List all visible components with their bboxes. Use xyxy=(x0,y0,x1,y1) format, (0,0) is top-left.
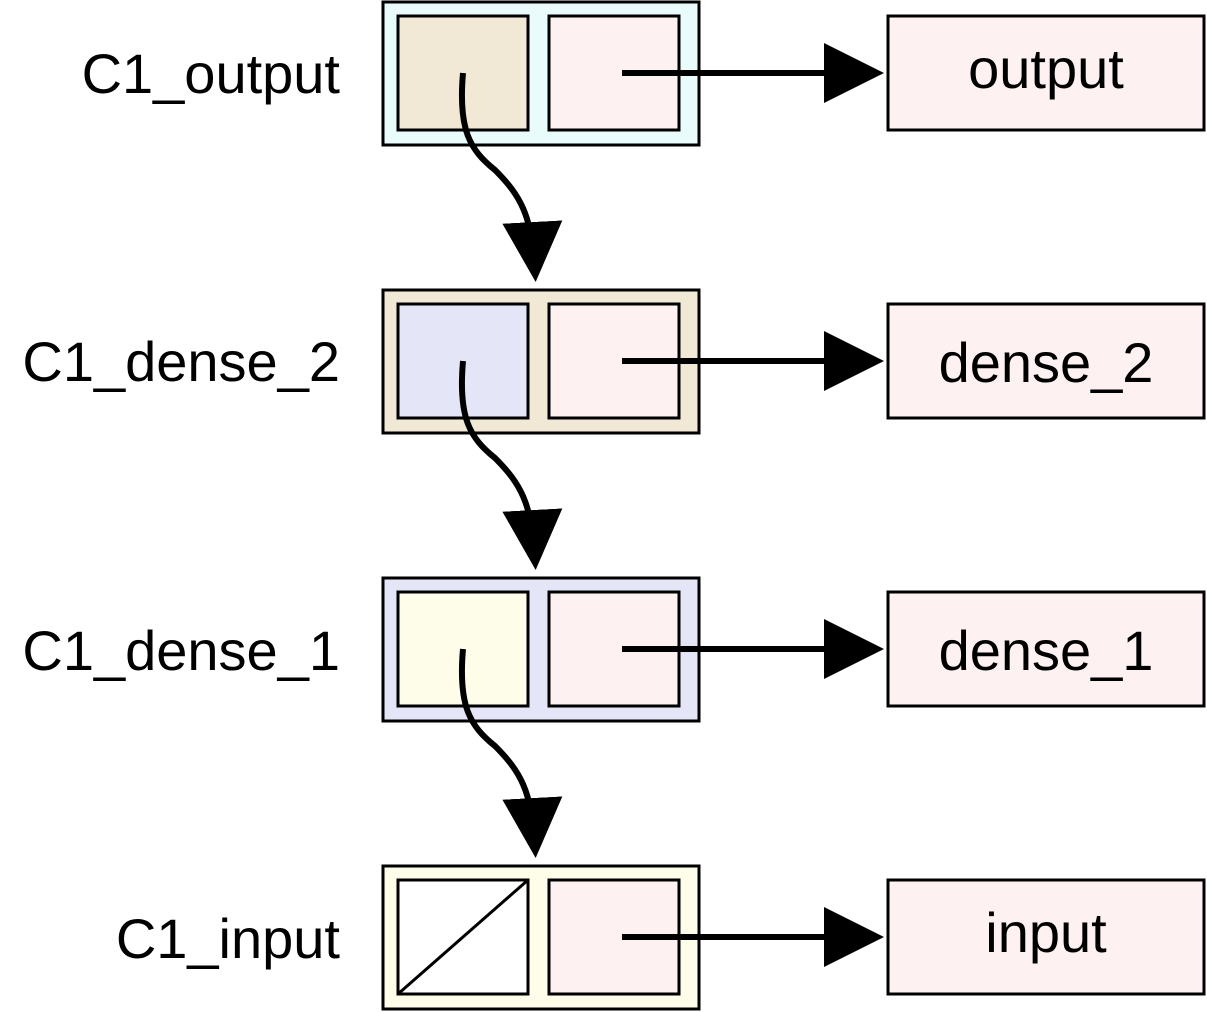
next-arrow-dense-2-to-dense-1 xyxy=(458,360,563,570)
target-box xyxy=(886,14,1206,132)
node-label-c1-dense-1: C1_dense_1 xyxy=(22,619,340,682)
nil-slash-icon xyxy=(397,878,529,996)
node-label-c1-output: C1_output xyxy=(82,42,341,105)
node-c1-dense-1: C1_dense_1 xyxy=(22,576,701,723)
node-label-c1-input: C1_input xyxy=(116,907,341,970)
target-output: output xyxy=(886,14,1206,132)
target-box xyxy=(886,590,1206,708)
target-label-dense-1: dense_1 xyxy=(939,619,1154,682)
target-label-dense-2: dense_2 xyxy=(939,331,1154,394)
target-label-output: output xyxy=(968,37,1124,100)
target-box xyxy=(886,302,1206,420)
next-arrow-output-to-dense-2 xyxy=(458,72,563,282)
node-label-c1-dense-2: C1_dense_2 xyxy=(22,330,340,393)
node-c1-output: C1_output xyxy=(82,0,701,147)
target-label-input: input xyxy=(985,901,1107,964)
target-box xyxy=(886,878,1206,996)
target-input: input xyxy=(886,878,1206,996)
target-dense-2: dense_2 xyxy=(886,302,1206,420)
node-c1-input: C1_input xyxy=(116,864,701,1011)
node-c1-dense-2: C1_dense_2 xyxy=(22,288,701,435)
target-dense-1: dense_1 xyxy=(886,590,1206,708)
next-arrow-dense-1-to-input xyxy=(458,648,563,858)
